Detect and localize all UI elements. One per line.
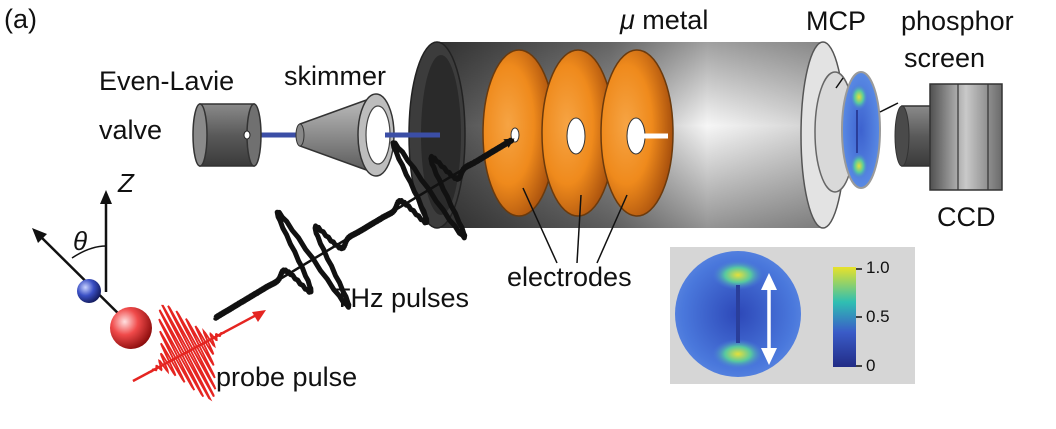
electrode-3: [600, 49, 674, 217]
ccd-label: CCD: [937, 202, 996, 232]
probe-arrow: [132, 310, 263, 383]
phosphor-pointer-line: [879, 102, 899, 113]
z-axis-arrowhead: [100, 190, 112, 204]
probe-arrowhead: [252, 310, 266, 322]
skimmer-label: skimmer: [284, 61, 386, 91]
theta-label: θ: [73, 226, 88, 256]
red-atom: [110, 307, 152, 349]
electrodes-pointer-lines: [522, 187, 628, 264]
mu-symbol: μ: [620, 5, 635, 35]
polarization-arrowhead-down: [761, 348, 777, 365]
electrodes-group: [482, 49, 674, 217]
electrode-1: [482, 49, 556, 217]
mu-metal-label: μ metal: [620, 7, 708, 34]
lower-lobe: [712, 339, 764, 369]
phosphor-label-line1: phosphor: [901, 6, 1014, 36]
polarization-arrowhead-up: [761, 273, 777, 290]
upper-lobe: [712, 260, 764, 290]
z-axis-label: Z: [118, 168, 134, 198]
skimmer-cone: [295, 93, 395, 177]
detector-image-inset: [670, 247, 915, 384]
metal-word: metal: [634, 5, 709, 35]
electrode-2: [541, 49, 615, 217]
colorbar: [833, 267, 856, 367]
electrodes-label: electrodes: [507, 262, 632, 292]
colorbar-tick-label-1: 1.0: [866, 258, 890, 277]
phosphor-label-line2: screen: [904, 43, 986, 73]
mcp-label: MCP: [806, 6, 866, 36]
colorbar-tick-label-0-5: 0.5: [866, 307, 890, 326]
probe-beam-axis: [214, 138, 515, 320]
panel-label: (a): [4, 4, 37, 34]
even-lavie-valve: [192, 103, 262, 167]
ccd-camera: [894, 83, 1003, 191]
theta-arc: [71, 245, 107, 259]
blue-atom: [77, 279, 101, 303]
phosphor-screen: [841, 71, 881, 189]
probe-pulse: [132, 304, 266, 402]
molecule-diagram: [32, 190, 152, 349]
valve-label-line1: Even-Lavie: [99, 66, 235, 96]
colorbar-tick-label-0: 0: [866, 356, 876, 375]
molecular-axis-arrowhead: [32, 228, 47, 243]
valve-label-line2: valve: [99, 115, 163, 145]
probe-pulse-label: probe pulse: [216, 362, 358, 392]
thz-pulses-label: THz pulses: [334, 283, 470, 313]
mcp-pointer-line: [835, 77, 844, 89]
